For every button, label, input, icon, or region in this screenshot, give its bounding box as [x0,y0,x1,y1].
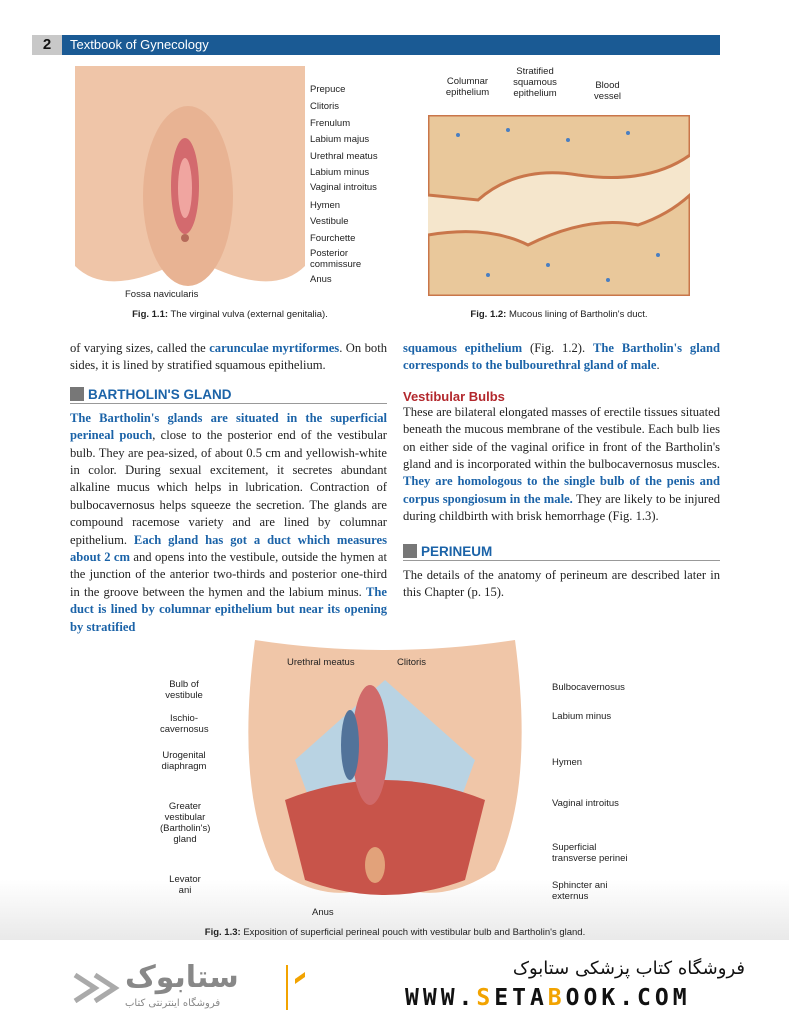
section-heading-perineum: PERINEUM [403,544,720,561]
fig3-label: Urethral meatus [287,657,355,668]
fig1-label: Fossa navicularis [125,289,199,300]
fig1-label: Vaginal introitus [310,182,377,193]
left-column: of varying sizes, called the carunculae … [70,340,387,636]
subheading-vestibular-bulbs: Vestibular Bulbs [403,388,505,404]
paragraph: The Bartholin's glands are situated in t… [70,410,387,634]
fig2-label: Columnar epithelium [445,76,490,98]
fig3-label: Superficial transverse perinei [552,842,628,864]
paragraph: squamous epithelium (Fig. 1.2). The Bart… [403,341,721,373]
fig3-label: Greater vestibular (Bartholin's) gland [160,801,211,845]
fig1-label: Posterior commissure [310,248,362,270]
vulva-illustration [70,66,310,296]
page-number: 2 [32,35,62,55]
book-title: Textbook of Gynecology [70,37,209,52]
paragraph: of varying sizes, called the carunculae … [70,341,388,373]
fig1-label: Anus [310,274,332,285]
right-column: squamous epithelium (Fig. 1.2). The Bart… [403,340,720,601]
fig1-caption: Fig. 1.1: The virginal vulva (external g… [132,309,328,320]
fig1-label: Labium minus [310,167,370,178]
fig3-label: Ischio-cavernosus [160,713,209,735]
fig3-label: Bulb of vestibule [165,679,203,701]
fig3-label: Anus [312,907,334,918]
section-heading-bartholin: BARTHOLIN'S GLAND [70,387,387,404]
fig2-label: Blood vessel [594,80,621,102]
store-name: فروشگاه کتاب پزشکی ستابوک [512,958,745,979]
paragraph: These are bilateral elongated masses of … [403,404,720,524]
fig2-label: Stratified squamous epithelium [513,66,557,99]
fig3-label: Labium minus [552,711,612,722]
fig3-label: Hymen [552,757,583,768]
fig3-label: Clitoris [397,657,427,668]
fig1-label: Prepuce [310,84,346,95]
store-url[interactable]: WWW.SETABOOK.COM [405,985,691,1011]
bartholin-duct-histology [428,115,690,296]
fig1-label: Fourchette [310,233,356,244]
fig3-label: Urogenital diaphragm [161,750,207,772]
fig1-label: Urethral meatus [310,151,378,162]
fig2-caption: Fig. 1.2: Mucous lining of Bartholin's d… [470,309,648,320]
perineal-pouch-illustration [248,640,522,895]
fig3-label: Sphincter ani externus [552,880,608,902]
fig1-label: Frenulum [310,118,351,129]
setabook-logo: ستابوک فروشگاه اینترنتی کتاب [65,960,305,1015]
fig3-label: Vaginal introitus [552,798,619,809]
fig3-label: Bulbocavernosus [552,682,625,693]
fig1-label: Vestibule [310,216,349,227]
running-header-bar [32,35,720,55]
fig1-label: Labium majus [310,134,370,145]
paragraph: The details of the anatomy of perineum a… [403,567,720,600]
fig1-label: Clitoris [310,101,340,112]
fig3-label: Levator ani [169,874,201,896]
fig3-caption: Fig. 1.3: Exposition of superficial peri… [204,927,586,938]
fig1-label: Hymen [310,200,341,211]
